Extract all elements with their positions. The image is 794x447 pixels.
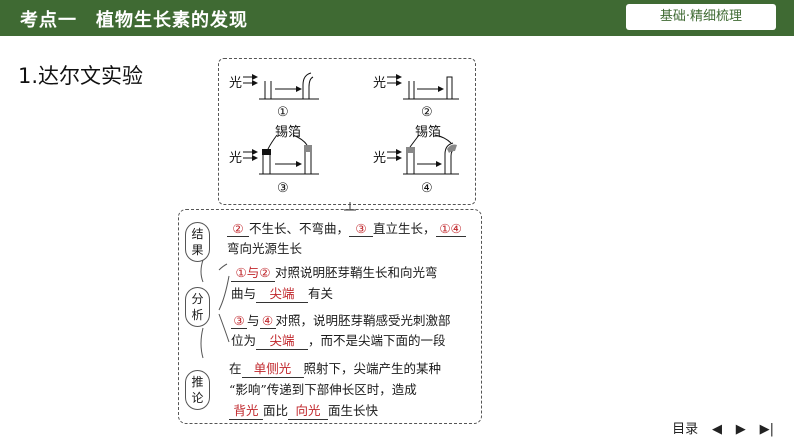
analysis-text-4: 与 [247, 313, 260, 328]
panel-2-diagram [387, 74, 459, 100]
page-title: 考点一 植物生长素的发现 [20, 10, 248, 31]
analysis-line-2: 曲与尖端有关 [231, 283, 333, 303]
section-heading: 1.达尔文实验 [18, 64, 144, 88]
panel-2-label: ② [421, 105, 433, 120]
analysis-line-4: 位为尖端，而不是尖端下面的一段 [231, 330, 446, 350]
inference-text-1: 在 [229, 361, 242, 376]
analysis-answer-5: 尖端 [256, 330, 309, 350]
slide-nav: 目录 ◀ ▶ ▶| [662, 418, 774, 437]
brace-lines [200, 259, 230, 359]
connector [344, 202, 356, 211]
inference-answer-2: 背光 [229, 400, 263, 420]
result-text-2: 直立生长， [373, 221, 436, 236]
analysis-answer-4: ④ [259, 313, 276, 329]
last-icon[interactable]: ▶| [759, 422, 774, 437]
foil-label-3: 锡箔 [275, 125, 302, 140]
analysis-text-6: 位为 [231, 333, 257, 348]
analysis-text-7: ，而不是尖端下面的一段 [308, 333, 446, 348]
analysis-badge: 分析 [185, 287, 210, 327]
foil-label-4: 锡箔 [415, 125, 442, 140]
inference-text-4: 面比 [263, 403, 289, 418]
inference-line-2: “影响”传递到下部伸长区时，造成 [229, 382, 417, 397]
result-answer-1: ② [227, 221, 249, 237]
next-icon[interactable]: ▶ [735, 422, 746, 437]
panel-1-label: ① [277, 105, 289, 120]
header-bar: 考点一 植物生长素的发现 基础·精细梳理 [0, 0, 794, 36]
analysis-text-5: 对照，说明胚芽鞘感受光刺激部 [275, 313, 451, 328]
panel-1-diagram [243, 72, 319, 100]
inference-text-5: 面生长快 [328, 403, 379, 418]
result-answer-2: ③ [349, 221, 374, 237]
analysis-text-1: 对照说明胚芽鞘生长和向光弯 [275, 265, 438, 280]
result-text-1: 不生长、不弯曲， [249, 221, 350, 236]
prev-icon[interactable]: ◀ [711, 422, 722, 437]
menu-link[interactable]: 目录 [672, 422, 699, 437]
light-label-2: 光 [373, 76, 387, 91]
result-badge: 结果 [185, 222, 210, 262]
inference-answer-3: 向光 [288, 400, 329, 420]
inference-line-1: 在单侧光照射下，尖端产生的某种 [229, 358, 441, 378]
analysis-answer-1: ①与② [231, 262, 275, 282]
experiment-diagram [243, 72, 459, 175]
result-text-3: 弯向光源生长 [227, 241, 303, 256]
inference-line-3: 背光面比向光面生长快 [229, 400, 378, 420]
section-tag[interactable]: 基础·精细梳理 [626, 4, 776, 30]
panel-3-diagram [243, 134, 319, 175]
inference-answer-1: 单侧光 [241, 358, 304, 378]
inference-badge: 推论 [185, 370, 210, 410]
analysis-text-2: 曲与 [231, 286, 257, 301]
experiment-figure: 光 光 光 光 锡箔 锡箔 ① ② ③ ④ [218, 58, 476, 205]
light-label-3: 光 [229, 151, 243, 166]
light-label-1: 光 [229, 76, 243, 91]
light-label-4: 光 [373, 151, 387, 166]
panel-4-label: ④ [421, 181, 433, 196]
inference-text-2: 照射下，尖端产生的某种 [303, 361, 442, 376]
analysis-answer-3: ③ [231, 313, 247, 329]
panel-4-diagram [387, 134, 459, 175]
result-answer-3: ①④ [435, 221, 466, 237]
panel-3-label: ③ [277, 181, 289, 196]
analysis-answer-2: 尖端 [256, 283, 309, 303]
analysis-text-3: 有关 [308, 286, 334, 301]
